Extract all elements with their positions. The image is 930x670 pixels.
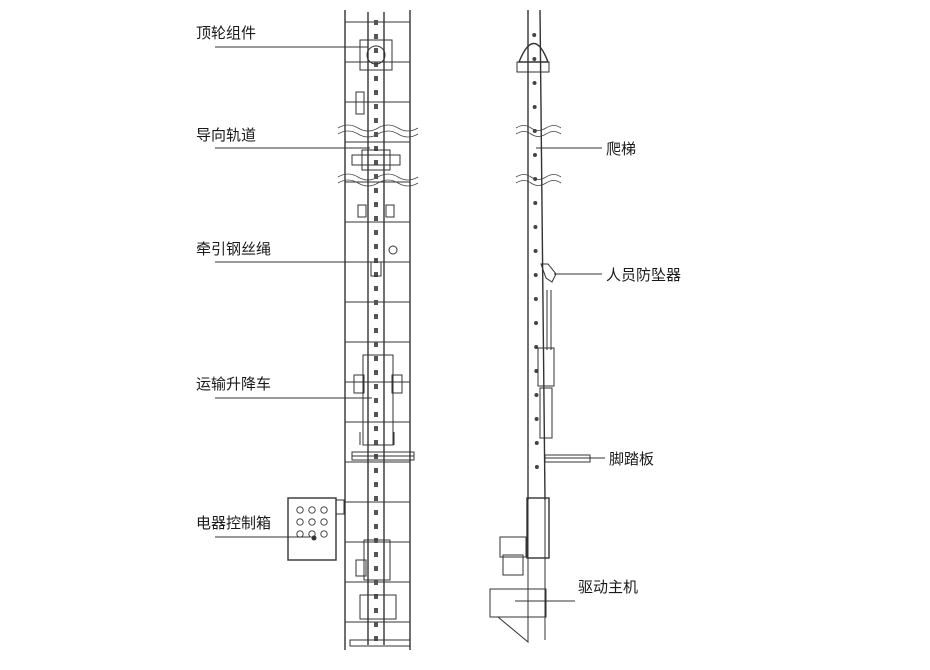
rail-hole	[374, 146, 378, 151]
rail-hole	[374, 90, 378, 95]
rail-hole	[374, 272, 378, 277]
rail-hole	[374, 412, 378, 417]
front-view-transport-car	[351, 354, 415, 461]
rail-hole	[374, 34, 378, 39]
control-box-hole	[320, 518, 328, 526]
rail-hole	[374, 230, 378, 235]
rail-hole	[374, 440, 378, 445]
ladder-hole	[534, 369, 539, 373]
rail-hole	[374, 188, 378, 193]
ladder-hole	[532, 57, 537, 61]
rail-hole	[374, 636, 378, 641]
front-view-rail-bracket	[351, 149, 401, 218]
label-transport-car: 运输升降车	[196, 375, 271, 393]
rail-hole	[374, 370, 378, 375]
ladder-hole	[534, 345, 539, 349]
rail-hole	[374, 286, 378, 291]
side-view-drive-unit	[489, 497, 550, 644]
rail-hole	[374, 314, 378, 319]
label-ladder: 爬梯	[606, 140, 636, 158]
ladder-hole	[534, 465, 539, 469]
rail-hole	[374, 202, 378, 207]
rail-hole	[374, 398, 378, 403]
side-view-fall-arrester	[540, 263, 557, 283]
rail-hole	[374, 566, 378, 571]
ladder-hole	[534, 393, 539, 397]
ladder-hole	[533, 273, 538, 277]
front-view-rope-clamp	[370, 245, 398, 277]
rail-hole	[374, 622, 378, 627]
front-view-drive	[349, 539, 411, 647]
ladder-hole	[532, 33, 537, 37]
control-box-hole	[296, 518, 304, 526]
label-fall-arrester: 人员防坠器	[606, 266, 681, 284]
label-footboard: 脚踏板	[609, 450, 654, 468]
ladder-hole	[532, 153, 537, 157]
leader-lines	[215, 46, 605, 602]
label-control-box: 电器控制箱	[196, 514, 271, 532]
rail-hole	[374, 468, 378, 473]
ladder-hole	[533, 249, 538, 253]
rail-hole	[374, 608, 378, 613]
rail-hole	[374, 216, 378, 221]
side-view-car	[537, 290, 555, 439]
rail-hole	[374, 580, 378, 585]
control-box-hole	[308, 506, 316, 514]
side-view-ladder	[515, 9, 562, 640]
rail-hole	[374, 426, 378, 431]
rail-hole	[374, 104, 378, 109]
ladder-hole	[533, 297, 538, 301]
rail-hole	[374, 510, 378, 515]
control-box-hole	[308, 518, 316, 526]
control-box-hole	[296, 530, 304, 538]
ladder-hole	[532, 105, 537, 109]
rail-hole	[374, 594, 378, 599]
rail-hole	[374, 174, 378, 179]
rail-hole	[374, 20, 378, 25]
ladder-hole	[533, 201, 538, 205]
rail-hole	[374, 328, 378, 333]
label-top-pulley: 顶轮组件	[196, 24, 256, 42]
front-view-control-box	[287, 497, 345, 561]
rail-hole	[374, 300, 378, 305]
label-guide-rail: 导向轨道	[196, 126, 256, 144]
rail-hole	[374, 552, 378, 557]
rail-hole	[374, 258, 378, 263]
rail-hole	[374, 132, 378, 137]
ladder-hole	[533, 225, 538, 229]
front-view-guide-rail	[367, 12, 385, 645]
side-view-top-pulley	[516, 42, 550, 73]
control-box-hole	[320, 530, 328, 538]
rail-hole	[374, 496, 378, 501]
rail-hole	[374, 384, 378, 389]
rail-hole	[374, 118, 378, 123]
rail-hole	[374, 160, 378, 165]
control-box-hole	[296, 506, 304, 514]
rail-hole	[374, 342, 378, 347]
label-traction-rope: 牵引钢丝绳	[196, 240, 271, 258]
label-drive-unit: 驱动主机	[578, 578, 638, 596]
rail-hole	[374, 244, 378, 249]
ladder-hole	[532, 81, 537, 85]
rail-hole	[374, 356, 378, 361]
ladder-hole	[534, 441, 539, 445]
control-box-hole	[320, 506, 328, 514]
rail-hole	[374, 524, 378, 529]
ladder-hole	[534, 321, 539, 325]
rail-hole	[374, 48, 378, 53]
ladder-hole	[534, 417, 539, 421]
rail-hole	[374, 482, 378, 487]
front-view-top-pulley	[355, 39, 393, 115]
rail-hole	[374, 76, 378, 81]
